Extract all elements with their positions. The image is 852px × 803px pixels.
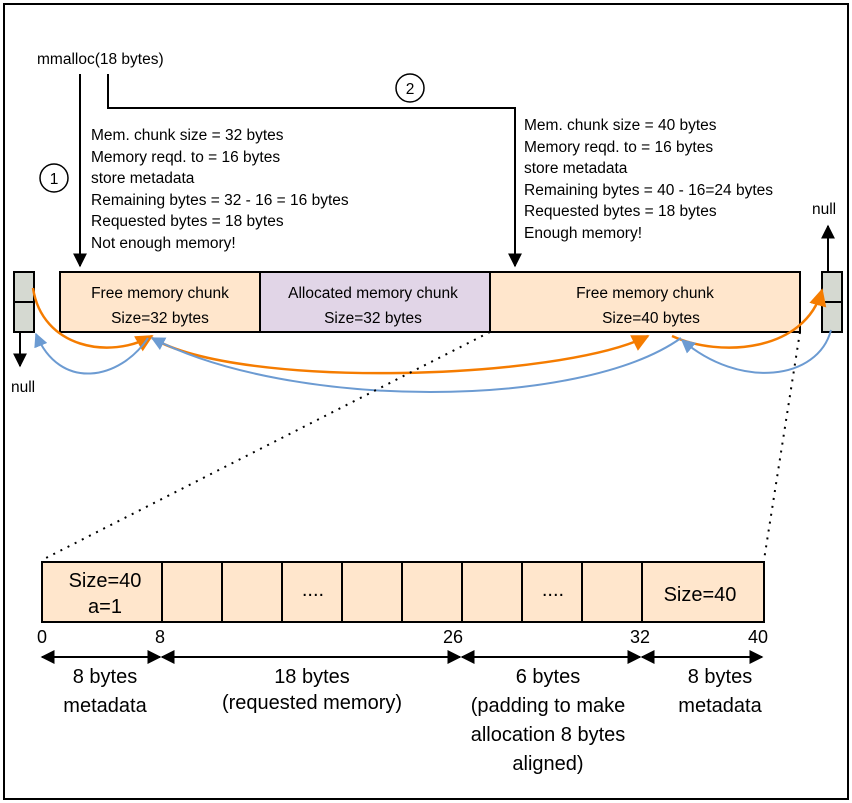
range-label: 8 bytes — [73, 666, 137, 688]
chunk-1-title: Free memory chunk — [91, 285, 229, 302]
chunk-1-size: Size=32 bytes — [111, 310, 209, 327]
null-right-label: null — [812, 201, 836, 218]
allocated-chunk — [259, 271, 491, 333]
range-label: 18 bytes — [274, 666, 350, 688]
step1-line: Not enough memory! — [91, 235, 236, 252]
tail-node-bottom — [821, 301, 843, 333]
chunk-3-title: Free memory chunk — [576, 285, 714, 302]
byte-cell — [581, 561, 643, 623]
offset-label: 0 — [37, 627, 47, 647]
step1-line: Remaining bytes = 32 - 16 = 16 bytes — [91, 192, 349, 209]
byte-cell — [401, 561, 463, 623]
detail-row: Size=40 a=1 .... .... Size=40 — [41, 561, 765, 623]
header-alloc-flag: a=1 — [88, 596, 122, 618]
range-label: 6 bytes — [516, 666, 580, 688]
range-label: allocation 8 bytes — [471, 724, 626, 746]
step2-line: Memory reqd. to = 16 bytes — [524, 139, 713, 156]
call-label: mmalloc(18 bytes) — [37, 51, 164, 68]
step1-line: store metadata — [91, 170, 195, 187]
range-label: (padding to make — [471, 695, 626, 717]
chunk-3-size: Size=40 bytes — [602, 310, 700, 327]
byte-cell — [461, 561, 523, 623]
byte-cell — [341, 561, 403, 623]
null-left-label: null — [11, 379, 35, 396]
offset-label: 32 — [630, 627, 650, 647]
tail-node-top — [821, 271, 843, 303]
step1-badge — [39, 163, 69, 193]
free-chunk-1 — [59, 271, 261, 333]
byte-cell — [521, 561, 583, 623]
step1-text: Mem. chunk size = 32 bytes Memory reqd. … — [91, 127, 349, 252]
chunk-2-title: Allocated memory chunk — [288, 285, 458, 302]
step2-line: Enough memory! — [524, 225, 642, 242]
step2-arrow — [107, 74, 522, 268]
range-label: metadata — [678, 695, 762, 717]
step1-line: Mem. chunk size = 32 bytes — [91, 127, 284, 144]
range-label: aligned) — [512, 753, 583, 775]
head-node-top — [13, 271, 35, 303]
chunk-2-size: Size=32 bytes — [324, 310, 422, 327]
metadata-footer-cell — [641, 561, 765, 623]
prev-pointer-arrow — [680, 329, 832, 374]
ellipsis-2: .... — [542, 579, 564, 601]
free-chunk-2 — [489, 271, 801, 333]
next-pointer-arrow — [31, 287, 154, 352]
ellipsis-1: .... — [302, 579, 324, 601]
step2-line: Remaining bytes = 40 - 16=24 bytes — [524, 182, 773, 199]
head-node-bottom — [13, 301, 35, 333]
step1-number: 1 — [50, 171, 59, 188]
byte-cell — [161, 561, 223, 623]
range-label: 8 bytes — [688, 666, 752, 688]
step2-text: Mem. chunk size = 40 bytes Memory reqd. … — [524, 117, 773, 242]
header-size-label: Size=40 — [69, 570, 142, 592]
zoom-line-right — [763, 331, 801, 561]
range-label: (requested memory) — [222, 692, 402, 714]
byte-cell — [281, 561, 343, 623]
next-pointer-arrow — [151, 334, 650, 375]
step2-line: store metadata — [524, 160, 628, 177]
step1-line: Requested bytes = 18 bytes — [91, 213, 284, 230]
outer-frame — [3, 3, 849, 800]
metadata-header-cell — [41, 561, 163, 623]
step2-line: Requested bytes = 18 bytes — [524, 203, 717, 220]
offset-label: 26 — [443, 627, 463, 647]
prev-pointer-arrow — [150, 337, 682, 393]
step2-number: 2 — [406, 81, 415, 98]
footer-size-label: Size=40 — [664, 584, 737, 606]
offset-label: 8 — [155, 627, 165, 647]
range-label: metadata — [63, 695, 147, 717]
step1-line: Memory reqd. to = 16 bytes — [91, 149, 280, 166]
step2-line: Mem. chunk size = 40 bytes — [524, 117, 717, 134]
step2-badge — [395, 73, 425, 103]
prev-pointer-arrow — [34, 332, 149, 375]
byte-cell — [221, 561, 283, 623]
offset-label: 40 — [748, 627, 768, 647]
